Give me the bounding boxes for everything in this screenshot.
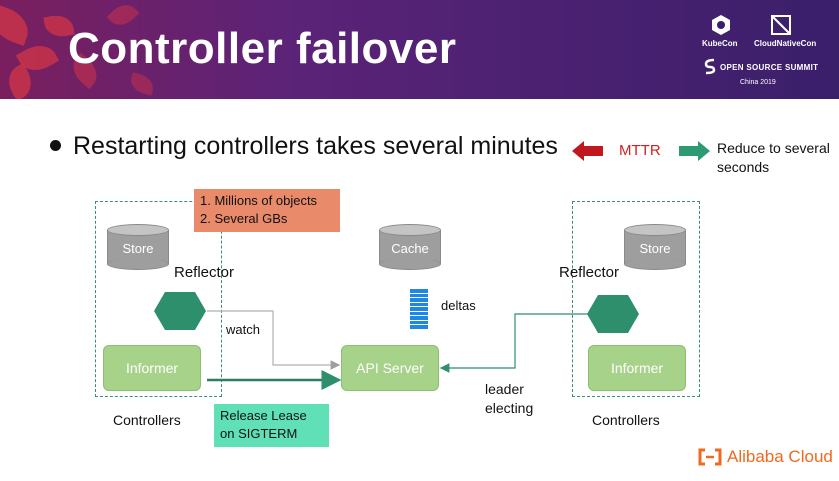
summit-label: OPEN SOURCE SUMMIT bbox=[720, 63, 819, 72]
cache-cylinder: Cache bbox=[379, 224, 441, 270]
note-line-1: 1. Millions of objects bbox=[200, 193, 318, 208]
leader-line: leader bbox=[485, 381, 524, 397]
deltas-label: deltas bbox=[441, 298, 476, 313]
bullet-text: Restarting controllers takes several min… bbox=[73, 132, 558, 160]
left-store-label: Store bbox=[122, 241, 154, 256]
kubecon-label: KubeCon bbox=[702, 39, 738, 48]
right-store-cylinder: Store bbox=[624, 224, 686, 270]
watch-label: watch bbox=[226, 322, 260, 337]
right-reflector-hexagon-icon bbox=[587, 295, 639, 333]
summit-logo-icon bbox=[704, 58, 716, 75]
release-line-1: Release Lease bbox=[220, 408, 307, 423]
left-controllers-box bbox=[95, 201, 222, 397]
right-informer-label: Informer bbox=[610, 360, 664, 376]
edition-label: China 2019 bbox=[740, 79, 776, 86]
right-reflector-label: Reflector bbox=[559, 264, 620, 281]
api-server-label: API Server bbox=[356, 360, 424, 376]
electing-line: electing bbox=[485, 400, 534, 416]
release-lease-note: Release Lease on SIGTERM bbox=[214, 404, 329, 447]
mttr-label: MTTR bbox=[619, 142, 661, 159]
event-logos: KubeCon CloudNativeCon OPEN SOURCE SUMMI… bbox=[700, 14, 830, 90]
right-controllers-label: Controllers bbox=[592, 412, 660, 428]
left-arrow-icon bbox=[572, 141, 603, 161]
cloudnativecon-logo-icon bbox=[771, 15, 791, 35]
cloudnativecon-label: CloudNativeCon bbox=[754, 39, 817, 48]
left-informer-box: Informer bbox=[103, 345, 201, 391]
left-store-cylinder: Store bbox=[107, 224, 169, 270]
right-store-label: Store bbox=[639, 241, 671, 256]
header-banner: Controller failover KubeCon CloudNativeC… bbox=[0, 0, 839, 99]
deltas-queue-icon bbox=[410, 289, 428, 333]
objects-note: 1. Millions of objects 2. Several GBs bbox=[194, 189, 340, 232]
left-reflector-label: Reflector bbox=[174, 264, 235, 281]
api-server-box: API Server bbox=[341, 345, 439, 391]
release-line-2: on SIGTERM bbox=[220, 426, 298, 441]
alibaba-bracket-icon bbox=[698, 448, 722, 466]
note-line-2: 2. Several GBs bbox=[200, 211, 288, 226]
reduce-label: Reduce to several seconds bbox=[717, 140, 830, 175]
leader-electing-label: leader electing bbox=[485, 380, 533, 418]
left-informer-label: Informer bbox=[125, 360, 179, 376]
alibaba-cloud-label: Alibaba Cloud bbox=[727, 447, 833, 466]
kubecon-logo-icon bbox=[712, 15, 730, 35]
right-informer-box: Informer bbox=[588, 345, 686, 391]
bullet-dot-icon bbox=[50, 139, 61, 151]
left-controllers-label: Controllers bbox=[113, 412, 181, 428]
cache-label: Cache bbox=[391, 241, 429, 256]
page-title: Controller failover bbox=[68, 24, 457, 73]
bullet-line: Restarting controllers takes several min… bbox=[50, 132, 558, 161]
left-reflector-hexagon-icon bbox=[154, 292, 206, 330]
right-controllers-box bbox=[572, 201, 700, 397]
alibaba-cloud-logo: Alibaba Cloud bbox=[697, 447, 833, 467]
right-arrow-icon bbox=[679, 141, 710, 161]
